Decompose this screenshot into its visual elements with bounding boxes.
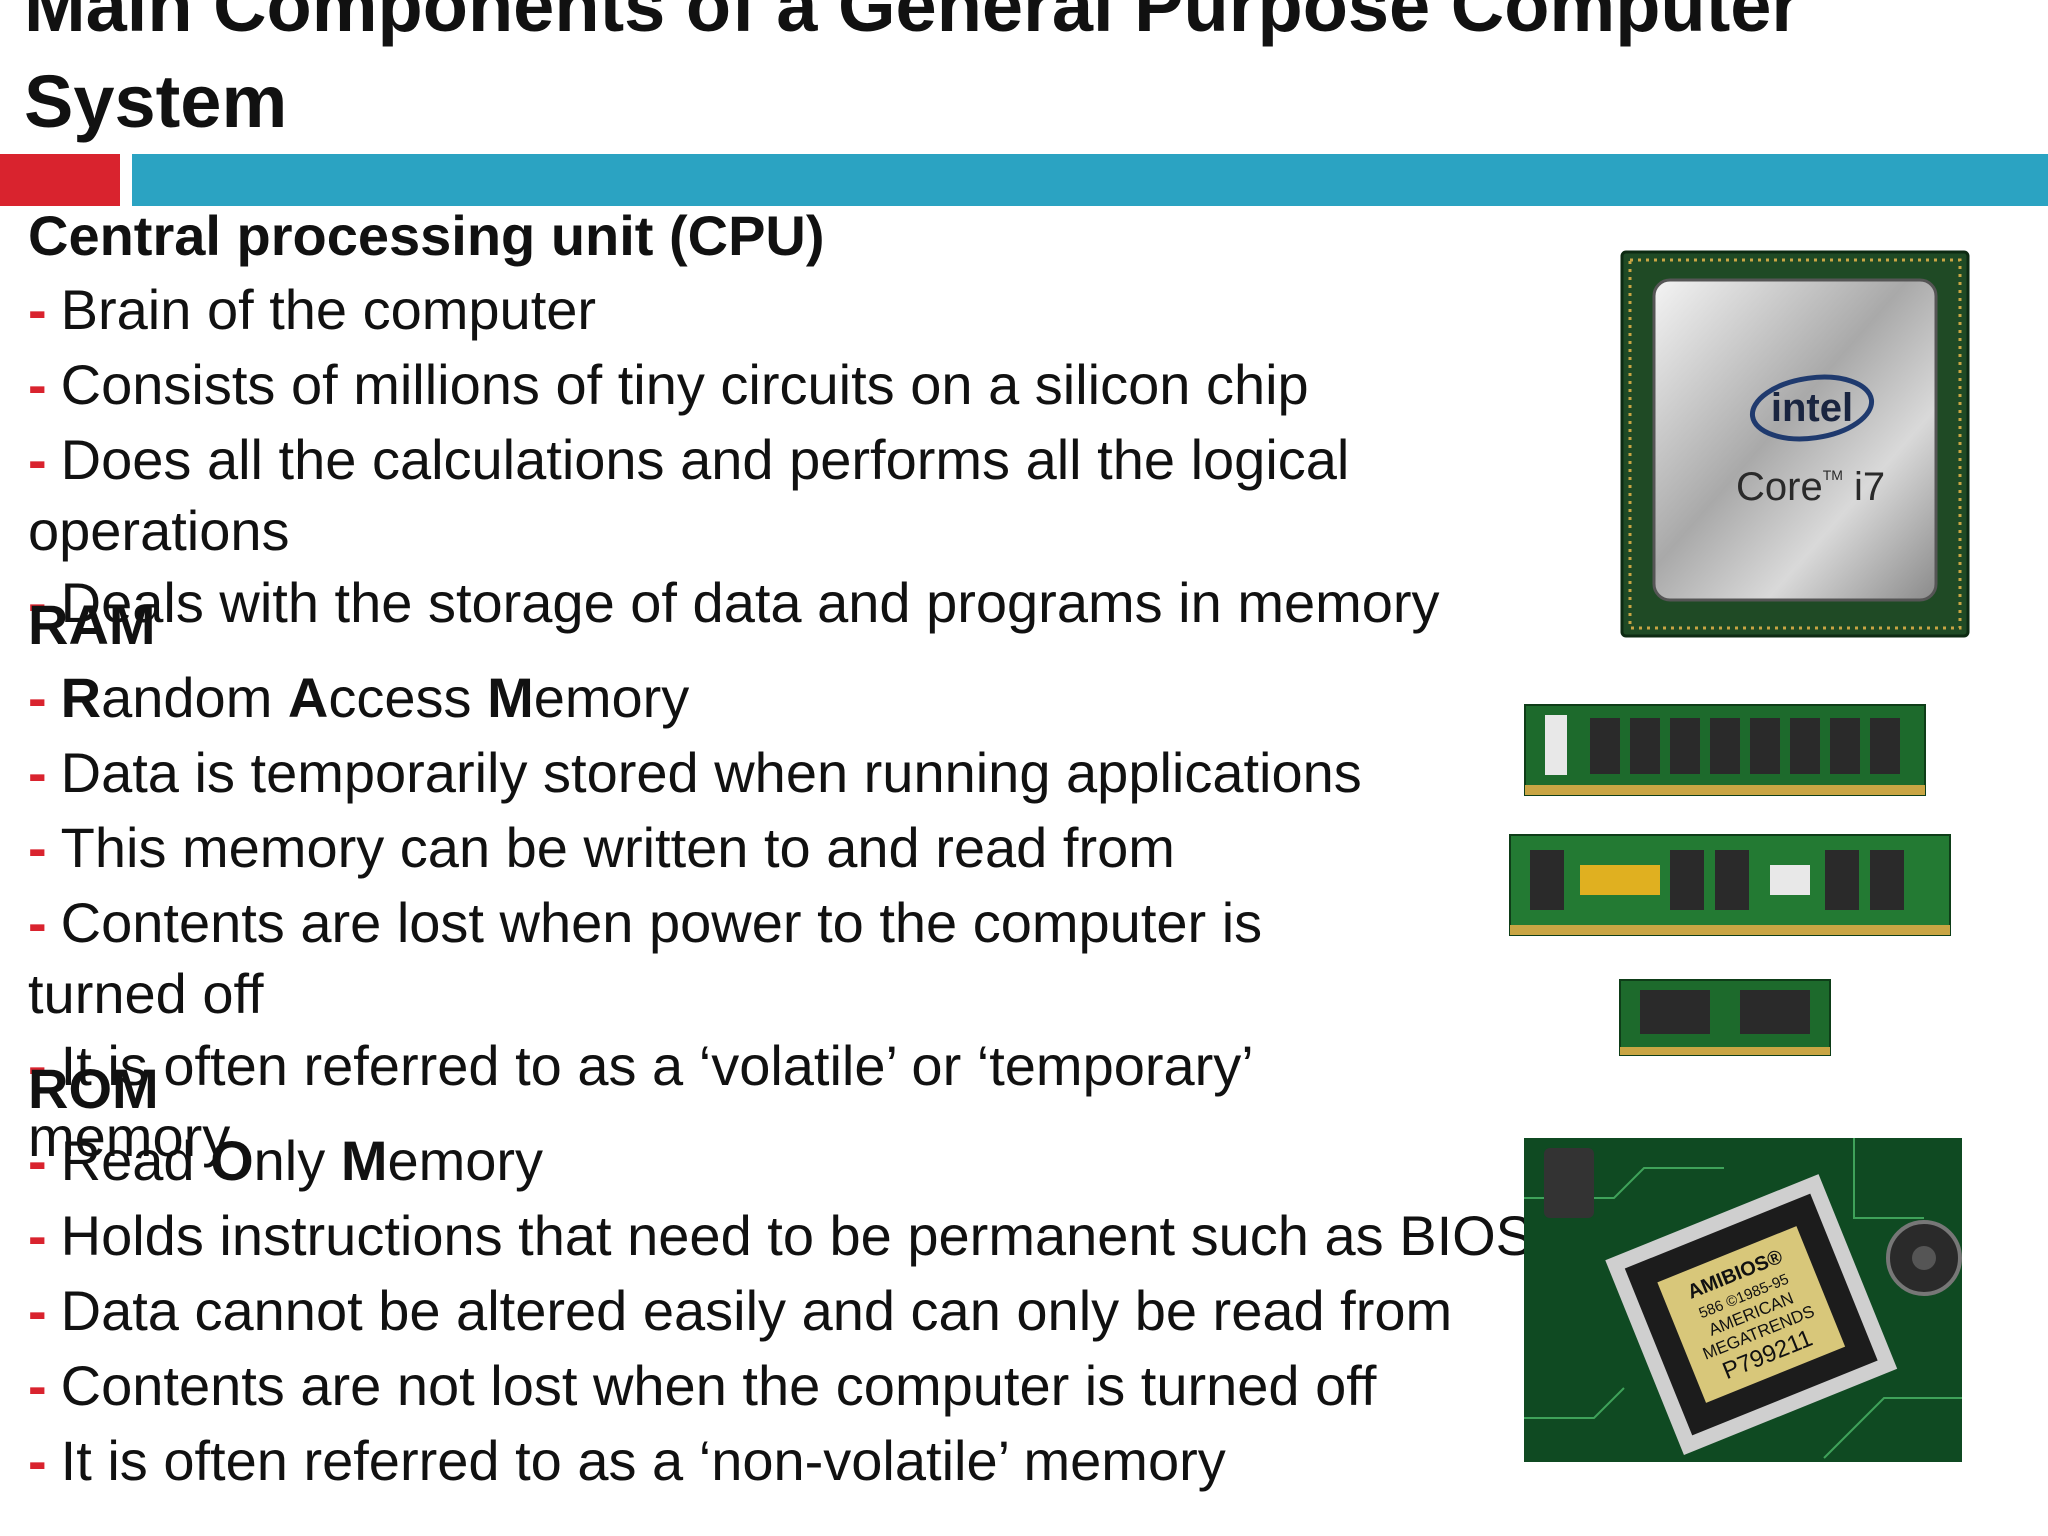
ram-bullet-5: -It is often referred to as a ‘volatile’… (28, 1031, 1254, 1101)
bullet-dash: - (28, 428, 47, 491)
bullet-dash: - (28, 571, 47, 634)
cpu-bullet-2: -Consists of millions of tiny circuits o… (28, 350, 1309, 420)
ram-bullet-2: -Data is temporarily stored when running… (28, 738, 1362, 808)
bullet-dash: - (28, 1034, 47, 1097)
ram-bullet-5-continued: memory (28, 1105, 231, 1168)
rom-word-part: emory (387, 1129, 544, 1192)
cpu-heading: Central processing unit (CPU) (28, 204, 825, 267)
slide-title: Main Components of a General Purpose Com… (24, 0, 2024, 150)
cpu-model-label: CoreTM i7 (1736, 465, 1885, 509)
ram-initial-m: M (487, 666, 534, 729)
ram-bullet-1: -Random Access Memory (28, 663, 689, 733)
rom-bullet-4: -Contents are not lost when the computer… (28, 1351, 1376, 1421)
accent-bar-teal (132, 154, 2048, 206)
bullet-dash: - (28, 891, 47, 954)
ram-initial-r: R (60, 666, 102, 729)
ram-word-part: emory (533, 666, 690, 729)
cpu-brand-logo: intel (1771, 386, 1853, 430)
ram-initial-a: A (287, 666, 329, 729)
ram-bullet-text: Data is temporarily stored when running … (60, 741, 1362, 804)
cpu-bullet-3-continued: operations (28, 499, 290, 562)
rom-bullet-1: -Read Only Memory (28, 1126, 543, 1196)
ram-bullet-text: Contents are lost when power to the comp… (60, 891, 1263, 954)
cpu-chip-image: intel CoreTM i7 (1620, 250, 1970, 638)
rom-bullet-text: Holds instructions that need to be perma… (60, 1204, 1534, 1267)
bullet-dash: - (28, 741, 47, 804)
ram-bullet-4-continued: turned off (28, 962, 264, 1025)
cpu-bullet-text: Brain of the computer (60, 278, 597, 341)
cpu-bullet-1: -Brain of the computer (28, 275, 596, 345)
rom-bullet-5: -It is often referred to as a ‘non-volat… (28, 1426, 1226, 1496)
rom-initial-m: M (340, 1129, 388, 1192)
rom-bullet-3: -Data cannot be altered easily and can o… (28, 1276, 1452, 1346)
accent-bar-red (0, 154, 120, 206)
bullet-dash: - (28, 1204, 47, 1267)
rom-word-part: Read (60, 1129, 211, 1192)
ram-word-part: andom (101, 666, 288, 729)
ram-bullet-text: This memory can be written to and read f… (60, 816, 1175, 879)
bullet-dash: - (28, 353, 47, 416)
bullet-dash: - (28, 1429, 47, 1492)
slide-title-line-2: System (24, 60, 288, 143)
rom-initial-o: O (210, 1129, 254, 1192)
cpu-bullet-3: -Does all the calculations and performs … (28, 425, 1349, 495)
rom-word-part: nly (253, 1129, 341, 1192)
ram-modules-image (1509, 704, 1951, 1056)
ram-bullet-3: -This memory can be written to and read … (28, 813, 1175, 883)
rom-bullet-2: -Holds instructions that need to be perm… (28, 1201, 1533, 1271)
bullet-dash: - (28, 666, 47, 729)
rom-bullet-text: It is often referred to as a ‘non-volati… (60, 1429, 1226, 1492)
bullet-dash: - (28, 816, 47, 879)
ram-bullet-text: It is often referred to as a ‘volatile’ … (60, 1034, 1254, 1097)
cpu-bullet-text: Consists of millions of tiny circuits on… (60, 353, 1309, 416)
bios-chip-image: AMIBIOS® 586 ©1985-95 AMERICAN MEGATREND… (1524, 1138, 1962, 1462)
cpu-bullet-text: Does all the calculations and performs a… (60, 428, 1350, 491)
rom-bullet-text: Contents are not lost when the computer … (60, 1354, 1377, 1417)
slide-title-line-1: Main Components of a General Purpose Com… (24, 0, 1801, 47)
cpu-bullet-text: Deals with the storage of data and progr… (60, 571, 1440, 634)
cpu-bullet-4: -Deals with the storage of data and prog… (28, 568, 1440, 638)
ram-bullet-4: -Contents are lost when power to the com… (28, 888, 1262, 958)
bullet-dash: - (28, 1354, 47, 1417)
ram-heading: RAM (28, 593, 156, 656)
bullet-dash: - (28, 278, 47, 341)
bullet-dash: - (28, 1129, 47, 1192)
ram-word-part: ccess (328, 666, 488, 729)
rom-heading: ROM (28, 1057, 159, 1120)
bullet-dash: - (28, 1279, 47, 1342)
rom-bullet-text: Data cannot be altered easily and can on… (60, 1279, 1453, 1342)
